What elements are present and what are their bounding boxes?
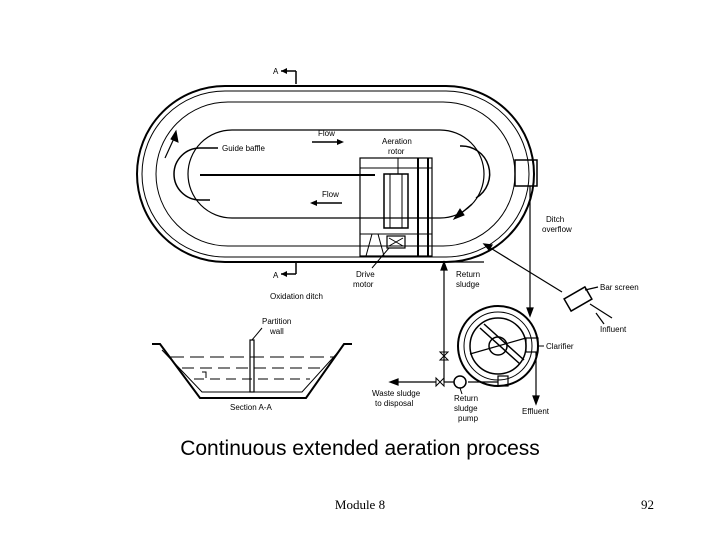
- bar-screen: [563, 285, 593, 313]
- section-aa-channel: [152, 343, 352, 399]
- slide-caption: Continuous extended aeration process: [180, 437, 540, 460]
- guide-baffle: [173, 147, 218, 201]
- drive-motor-cross: [388, 237, 404, 247]
- clarifier: [457, 305, 544, 387]
- drive-motor: [386, 235, 406, 249]
- return-sludge-arrowhead: [440, 260, 448, 271]
- drive-motor-leader: [371, 247, 390, 269]
- flow-label-bottom: Flow: [322, 190, 339, 199]
- section-marker-top: A: [273, 67, 297, 84]
- section-aa-inner: [161, 349, 341, 393]
- aeration-rotor-assembly: [359, 157, 433, 269]
- sludge-valve: [435, 376, 445, 388]
- partition-wall-section: [249, 339, 255, 393]
- return-sludge-label-2: sludge: [456, 280, 480, 289]
- ditch-channel-line: [155, 101, 516, 247]
- section-aa-label: Section A-A: [230, 403, 272, 412]
- oxidation-ditch-label: Oxidation ditch: [270, 292, 323, 301]
- aeration-rotor: [383, 173, 409, 229]
- section-marker-bottom-arrowhead: [281, 271, 287, 277]
- clarifier-arm-2: [469, 337, 527, 355]
- influent-line: [482, 243, 613, 325]
- return-valve: [438, 351, 450, 361]
- effluent-label: Effluent: [522, 407, 550, 416]
- waste-sludge-label-2: to disposal: [375, 399, 413, 408]
- return-sludge-pump-label-2: sludge: [454, 404, 478, 413]
- aeration-rotor-label-1: Aeration: [382, 137, 412, 146]
- flow-arrow-top: Flow: [312, 129, 344, 145]
- aeration-process-diagram: A A Flow Flow Aeration r: [136, 67, 639, 423]
- section-marker-bottom-label: A: [273, 271, 279, 280]
- sludge-pump-assembly: [388, 351, 498, 395]
- rotor-bridge: [359, 157, 433, 257]
- flow-arrow-top-head: [337, 139, 344, 145]
- influent-pipe-in: [589, 303, 613, 319]
- clarifier-outlet-box: [525, 337, 539, 353]
- section-marker-top-arrowhead: [281, 68, 287, 74]
- clarifier-sludge-box: [497, 375, 509, 387]
- ditch-overflow-label-1: Ditch: [546, 215, 564, 224]
- guide-baffle-right: [459, 145, 491, 199]
- bar-screen-label: Bar screen: [600, 283, 639, 292]
- drive-motor-label-2: motor: [353, 280, 374, 289]
- return-sludge-pump-label-3: pump: [458, 414, 479, 423]
- section-marker-bottom: A: [273, 262, 297, 280]
- bar-screen-leader: [584, 286, 599, 291]
- ditch-outer-wall-inner-line: [141, 90, 530, 258]
- partition-wall-label-1: Partition: [262, 317, 291, 326]
- flow-arrow-bottom-head: [310, 200, 317, 206]
- section-aa-fitting: [202, 371, 207, 378]
- rotor-bridge-leg-left: [365, 233, 385, 257]
- effluent-arrowhead: [532, 395, 540, 406]
- waste-sludge-label-1: Waste sludge: [372, 389, 421, 398]
- return-sludge-line: [440, 260, 484, 382]
- clarifier-label: Clarifier: [546, 342, 574, 351]
- clarifier-arm: [479, 323, 525, 365]
- footer-module: Module 8: [334, 497, 386, 512]
- influent-leader: [595, 312, 605, 325]
- ditch-overflow-pipe: [526, 186, 534, 318]
- return-sludge-pump: [453, 375, 467, 389]
- aeration-rotor-label-2: rotor: [388, 147, 405, 156]
- ditch-overflow-box: [514, 159, 538, 187]
- section-marker-top-label: A: [273, 67, 279, 76]
- return-sludge-pump-label-1: Return: [454, 394, 478, 403]
- effluent-line: [532, 352, 540, 406]
- circulation-arrowhead-right: [452, 208, 465, 221]
- waste-sludge-arrowhead: [388, 378, 399, 386]
- pump-leader: [459, 387, 463, 395]
- drive-motor-label-1: Drive: [356, 270, 375, 279]
- ditch-center-island: [187, 129, 485, 219]
- circulation-arrowhead-left: [170, 129, 179, 143]
- footer-page-number: 92: [641, 497, 654, 512]
- flow-label-top: Flow: [318, 129, 335, 138]
- partition-wall-label-2: wall: [269, 327, 284, 336]
- guide-baffle-label: Guide baffle: [222, 144, 266, 153]
- oxidation-ditch-plan: [136, 85, 538, 263]
- partition-wall-leader: [251, 327, 263, 341]
- overflow-pipe-arrowhead: [526, 307, 534, 318]
- return-sludge-label-1: Return: [456, 270, 480, 279]
- flow-arrow-bottom: Flow: [310, 190, 342, 206]
- influent-label: Influent: [600, 325, 627, 334]
- ditch-overflow-label-2: overflow: [542, 225, 572, 234]
- section-aa: [152, 327, 352, 399]
- influent-arrowhead: [482, 243, 493, 252]
- influent-pipe-to-ditch: [483, 243, 563, 293]
